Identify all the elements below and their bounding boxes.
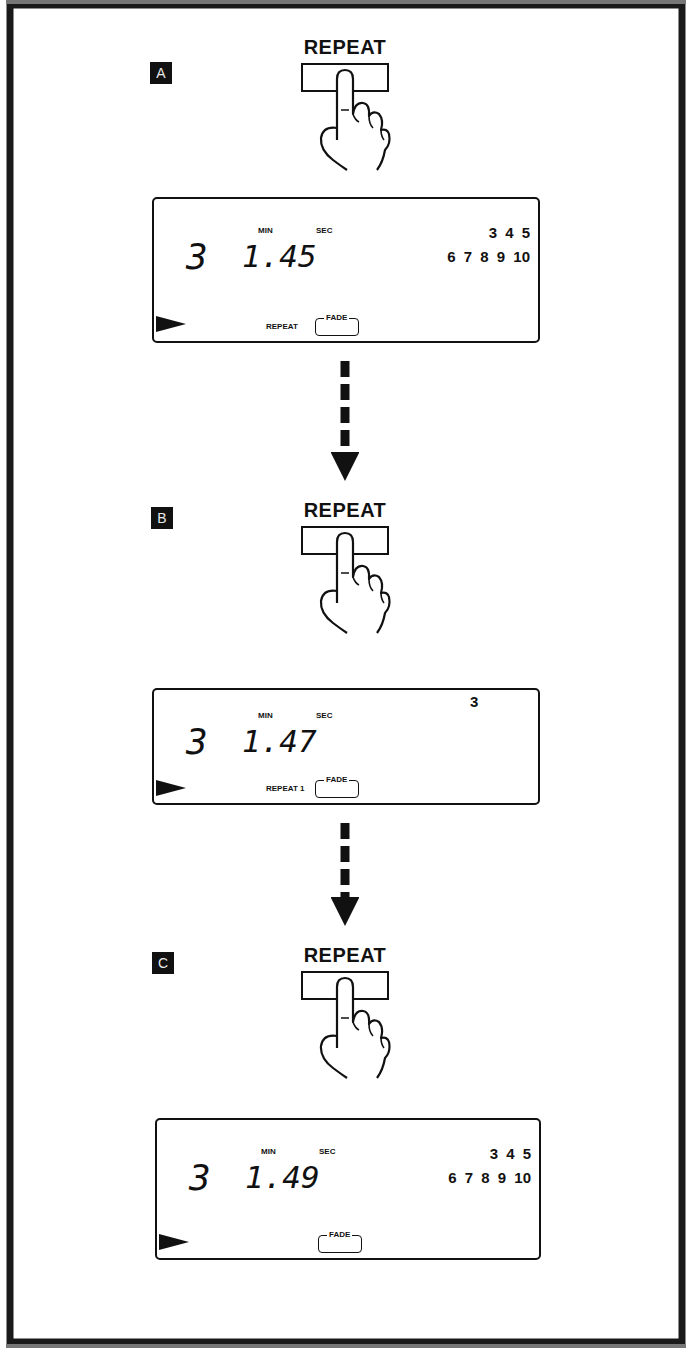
knuckle-lines <box>341 110 384 140</box>
step-letter: B <box>157 510 166 526</box>
repeat-button: REPEAT <box>298 36 393 61</box>
display-text: SEC <box>316 712 332 720</box>
step-badge: B <box>151 507 173 529</box>
display-text: FADE <box>327 1231 352 1239</box>
play-indicator <box>159 1232 191 1252</box>
display-text: 3 4 5 <box>489 225 530 240</box>
flow-arrow <box>341 361 350 455</box>
display-text: REPEAT <box>266 323 298 331</box>
display-text: 3 <box>470 694 478 709</box>
display-text: 3 <box>186 724 208 760</box>
scan-edge <box>6 0 686 4</box>
pressing-hand <box>321 533 390 633</box>
play-triangle <box>159 1234 189 1250</box>
play-triangle <box>156 316 186 332</box>
flow-arrow <box>341 823 350 900</box>
display-text: 6 7 8 9 10 <box>447 249 530 264</box>
step-letter: C <box>158 955 168 971</box>
lcd-display: 3 MIN SEC 1.49 3 4 5 6 7 8 9 10 FADE <box>155 1118 541 1260</box>
display-text: FADE <box>324 776 349 784</box>
display-text: 3 <box>189 1160 211 1196</box>
pressing-hand <box>321 978 390 1078</box>
page-frame <box>10 5 682 1342</box>
hand-outline <box>321 533 390 633</box>
step-letter: A <box>156 65 165 81</box>
play-indicator <box>156 778 188 798</box>
scan-edge <box>6 1344 686 1348</box>
display-text: MIN <box>258 227 273 235</box>
repeat-button: REPEAT <box>298 499 393 524</box>
pressing-hand <box>321 70 390 170</box>
button-label: REPEAT <box>304 36 387 59</box>
lcd-display: 3MINSEC1.473REPEAT 1FADE <box>152 688 540 805</box>
display-text: 6 7 8 9 10 <box>448 1170 531 1185</box>
step-badge: A <box>150 62 172 84</box>
display-text: 3 4 5 <box>490 1146 531 1161</box>
step-badge: C <box>152 952 174 974</box>
play-triangle <box>156 780 186 796</box>
display-text: 1.45 <box>242 241 317 272</box>
button-label: REPEAT <box>304 944 387 967</box>
lcd-display: 3 MIN SEC 1.45 3 4 5 6 7 8 9 10 REPEAT FADE <box>152 197 540 343</box>
hand-outline <box>321 70 390 170</box>
hand-outline <box>321 978 390 1078</box>
display-text: REPEAT 1 <box>266 785 305 793</box>
display-text: 1.47 <box>242 726 317 757</box>
display-text: SEC <box>319 1148 335 1156</box>
knuckle-lines <box>341 1018 384 1048</box>
display-text: SEC <box>316 227 332 235</box>
display-text: 3 <box>186 239 208 275</box>
play-indicator <box>156 314 188 334</box>
display-text: FADE <box>324 314 349 322</box>
button-label: REPEAT <box>304 499 387 522</box>
display-text: MIN <box>261 1148 276 1156</box>
display-text: 1.49 <box>245 1162 320 1193</box>
repeat-button: REPEAT <box>298 944 393 969</box>
display-text: MIN <box>258 712 273 720</box>
knuckle-lines <box>341 573 384 603</box>
